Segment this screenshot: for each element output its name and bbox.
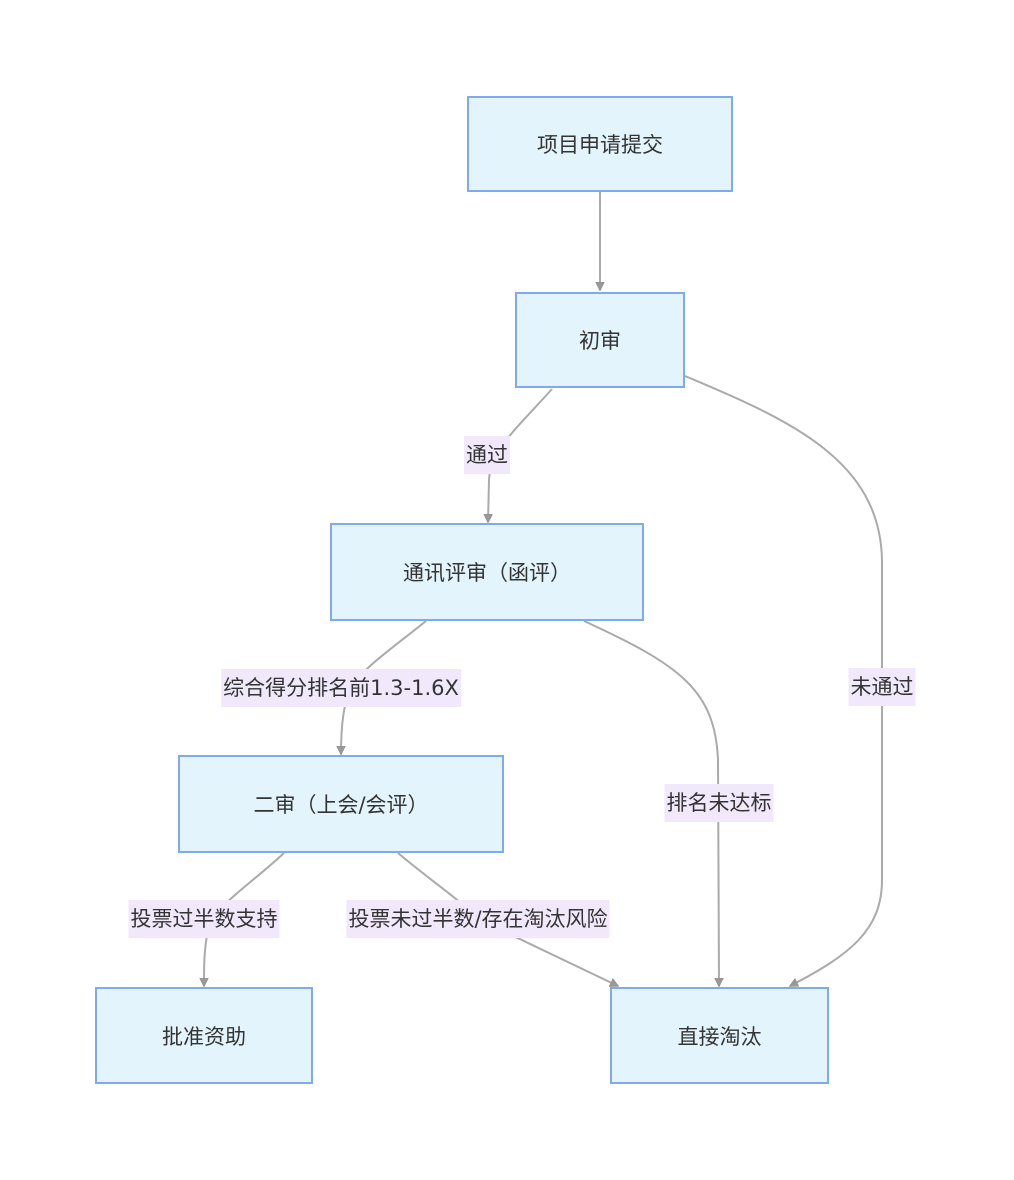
node-label: 初审	[579, 329, 621, 353]
node-approve-funding: 批准资助	[95, 987, 313, 1084]
node-communication-review: 通讯评审（函评）	[330, 523, 644, 621]
edge-label-majority-support: 投票过半数支持	[128, 900, 280, 938]
node-second-review: 二审（上会/会评）	[178, 755, 504, 853]
edge-label-top-ranked: 综合得分排名前1.3-1.6X	[221, 669, 461, 707]
edge-label-pass: 通过	[464, 436, 510, 474]
node-project-submission: 项目申请提交	[467, 96, 733, 192]
node-initial-review: 初审	[515, 292, 685, 388]
node-label: 项目申请提交	[537, 133, 663, 157]
node-label: 通讯评审（函评）	[403, 561, 571, 585]
edge-label-fail: 未通过	[848, 668, 916, 706]
edge-label-rank-not-met: 排名未达标	[664, 784, 774, 822]
node-label: 直接淘汰	[677, 1024, 762, 1049]
node-label: 批准资助	[162, 1024, 246, 1049]
node-label: 二审（上会/会评）	[253, 793, 429, 817]
edge-comm-eliminate	[583, 620, 719, 986]
node-direct-elimination: 直接淘汰	[610, 987, 829, 1084]
edge-label-majority-not-reached: 投票未过半数/存在淘汰风险	[346, 900, 610, 938]
edge-initial-eliminate	[684, 375, 883, 987]
